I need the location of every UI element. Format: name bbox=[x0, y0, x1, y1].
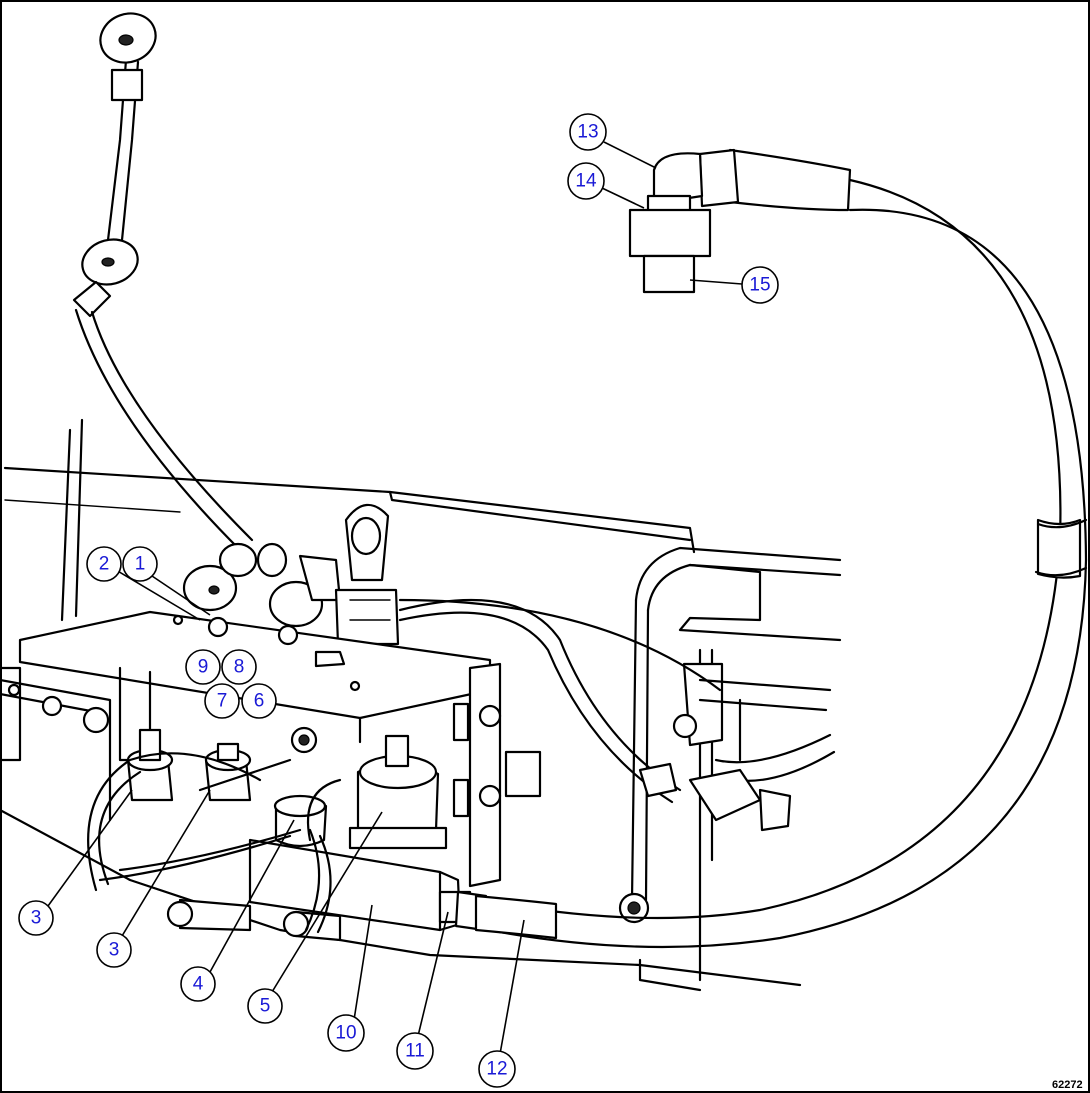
callout-3-left: 3 bbox=[18, 900, 54, 936]
callout-1: 1 bbox=[122, 546, 158, 582]
figure-id: 62272 bbox=[1052, 1079, 1083, 1091]
svg-text:3: 3 bbox=[109, 940, 120, 961]
hydraulic-hose bbox=[454, 178, 1088, 949]
callout-4: 4 bbox=[180, 966, 216, 1002]
callout-9: 9 bbox=[185, 649, 221, 685]
callout-11: 11 bbox=[396, 1032, 434, 1070]
svg-text:15: 15 bbox=[749, 275, 770, 296]
svg-text:1: 1 bbox=[135, 554, 146, 575]
svg-text:14: 14 bbox=[575, 171, 597, 192]
svg-text:4: 4 bbox=[193, 974, 204, 995]
svg-text:12: 12 bbox=[486, 1059, 507, 1080]
housing-outline bbox=[0, 418, 802, 992]
terminal-studs bbox=[182, 503, 400, 646]
svg-text:11: 11 bbox=[405, 1041, 425, 1062]
callout-12: 12 bbox=[478, 1050, 516, 1088]
callout-15: 15 bbox=[741, 266, 779, 304]
callout-10: 10 bbox=[327, 1014, 365, 1052]
svg-text:13: 13 bbox=[577, 122, 598, 143]
svg-text:7: 7 bbox=[217, 691, 228, 712]
svg-text:10: 10 bbox=[335, 1023, 356, 1044]
callout-3-right: 3 bbox=[96, 932, 132, 968]
callout-13: 13 bbox=[569, 113, 607, 151]
left-bracket bbox=[0, 666, 152, 822]
svg-text:2: 2 bbox=[99, 554, 110, 575]
callout-5: 5 bbox=[247, 988, 283, 1024]
callout-6: 6 bbox=[241, 683, 277, 719]
svg-text:3: 3 bbox=[31, 908, 42, 929]
svg-text:8: 8 bbox=[234, 657, 245, 678]
callout-2: 2 bbox=[86, 546, 122, 582]
svg-text:5: 5 bbox=[260, 996, 271, 1017]
wiring-harness bbox=[87, 598, 792, 934]
elbow-fitting bbox=[628, 148, 852, 294]
svg-text:9: 9 bbox=[198, 657, 209, 678]
leader-lines bbox=[47, 141, 743, 1055]
top-harness bbox=[72, 12, 254, 552]
callout-14: 14 bbox=[567, 162, 605, 200]
pressure-switches bbox=[126, 728, 448, 850]
callout-8: 8 bbox=[221, 649, 257, 685]
svg-text:6: 6 bbox=[254, 691, 265, 712]
callout-7: 7 bbox=[204, 683, 240, 719]
